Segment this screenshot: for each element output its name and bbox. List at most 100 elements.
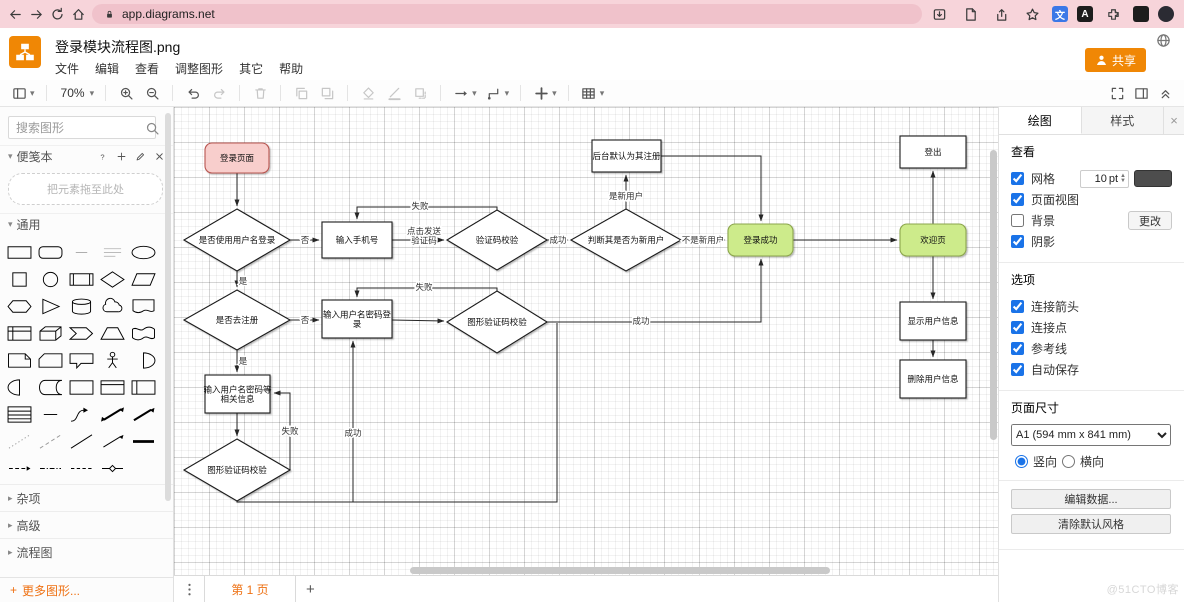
node-graphic-captcha-mid[interactable] — [445, 290, 549, 354]
shape-cube[interactable] — [35, 320, 66, 347]
page-size-select[interactable]: A1 (594 mm x 841 mm) — [1011, 424, 1171, 446]
grid-size-input[interactable]: pt▲▼ — [1079, 169, 1129, 188]
shape-triangle[interactable] — [35, 293, 66, 320]
section-general[interactable]: ▾ 通用 — [0, 213, 173, 235]
waypoints-button[interactable]: ▾ — [481, 82, 514, 104]
shape-text[interactable] — [66, 239, 97, 266]
insert-button[interactable]: ▾ — [528, 82, 561, 104]
star-icon[interactable] — [1021, 5, 1043, 23]
shadow-checkbox[interactable] — [1011, 235, 1024, 248]
connection-arrows-checkbox[interactable] — [1011, 300, 1024, 313]
shape-or[interactable] — [128, 347, 159, 374]
close-panel-icon[interactable]: × — [1170, 113, 1178, 128]
edit-data-button[interactable]: 编辑数据... — [1011, 489, 1171, 509]
shape-tape[interactable] — [128, 320, 159, 347]
connection-points-checkbox[interactable] — [1011, 321, 1024, 334]
shape-parallelogram[interactable] — [128, 266, 159, 293]
language-globe-icon[interactable] — [1154, 31, 1172, 49]
home-icon[interactable] — [71, 5, 86, 23]
drawing-canvas[interactable]: 登录页面是否使用用户名登录输入手机号验证码校验后台默认为其注册判断其是否为新用户… — [174, 107, 998, 575]
change-background-button[interactable]: 更改 — [1128, 211, 1172, 230]
section-misc[interactable]: ▸杂项 — [0, 484, 173, 511]
shape-bidirectional-arrow[interactable] — [97, 401, 128, 428]
shape-list[interactable] — [4, 401, 35, 428]
shape-document[interactable] — [128, 293, 159, 320]
zoom-level-select[interactable]: 70%▾ — [60, 86, 95, 100]
scratchpad-header[interactable]: ▾ 便笺本 ? — [0, 145, 173, 167]
node-go-register[interactable] — [182, 289, 292, 351]
vertical-scrollbar[interactable] — [990, 150, 997, 440]
clear-default-style-button[interactable]: 清除默认风格 — [1011, 514, 1171, 534]
puzzle-icon[interactable] — [1102, 5, 1124, 23]
format-panel-button[interactable] — [1132, 84, 1150, 102]
horizontal-scrollbar[interactable] — [410, 567, 830, 574]
zoom-in-button[interactable] — [113, 82, 139, 104]
shape-arrow[interactable] — [128, 401, 159, 428]
node-login-success[interactable] — [727, 223, 794, 257]
grid-color-swatch[interactable] — [1134, 170, 1172, 187]
shape-labeled-link[interactable] — [97, 455, 128, 482]
shape-cylinder[interactable] — [66, 293, 97, 320]
shape-horizontal-container[interactable] — [128, 374, 159, 401]
ext-box-icon[interactable] — [1133, 6, 1149, 22]
panel-scrollbar[interactable] — [165, 113, 171, 501]
avatar[interactable] — [1158, 6, 1174, 22]
scratchpad-close-icon[interactable] — [153, 151, 165, 163]
edge-register-to-success[interactable] — [661, 155, 764, 222]
node-logout[interactable] — [899, 135, 967, 169]
node-delete-user-info[interactable] — [899, 359, 967, 399]
shape-callout[interactable] — [66, 347, 97, 374]
shape-vertical-container[interactable] — [97, 374, 128, 401]
guides-checkbox[interactable] — [1011, 342, 1024, 355]
background-checkbox[interactable] — [1011, 214, 1024, 227]
shape-rectangle[interactable] — [4, 239, 35, 266]
scratchpad-plus-icon[interactable] — [115, 151, 127, 163]
tab-style[interactable]: 样式 — [1081, 107, 1164, 134]
shape-hexagon[interactable] — [4, 293, 35, 320]
node-login-page[interactable] — [204, 142, 270, 174]
shape-dash-dot-link[interactable] — [35, 455, 66, 482]
shape-card[interactable] — [35, 347, 66, 374]
shape-ellipse[interactable] — [128, 239, 159, 266]
node-enter-phone[interactable] — [321, 221, 393, 259]
node-graphic-captcha-bottom[interactable] — [182, 438, 292, 502]
node-enter-username-password[interactable] — [321, 299, 393, 339]
menu-edit[interactable]: 编辑 — [95, 62, 120, 76]
zoom-out-button[interactable] — [139, 82, 165, 104]
shape-arrow-link[interactable] — [4, 455, 35, 482]
landscape-radio[interactable] — [1062, 455, 1076, 468]
share-export-icon[interactable] — [990, 5, 1012, 23]
table-button[interactable]: ▾ — [576, 82, 609, 104]
node-judge-new-user[interactable] — [569, 208, 683, 272]
menu-help[interactable]: 帮助 — [279, 62, 304, 76]
node-welcome-page[interactable] — [899, 223, 967, 257]
shape-circle[interactable] — [35, 266, 66, 293]
shape-square[interactable] — [4, 266, 35, 293]
shape-dotted-line[interactable] — [4, 428, 35, 455]
section-flowchart[interactable]: ▸流程图 — [0, 538, 173, 565]
add-page-button[interactable]: + — [306, 580, 315, 598]
download-icon[interactable] — [928, 5, 950, 23]
shape-list-item[interactable] — [35, 401, 66, 428]
node-enter-register-info[interactable] — [204, 374, 271, 414]
page-tab-1[interactable]: 第 1 页 — [204, 576, 296, 602]
shape-dashed-line[interactable] — [35, 428, 66, 455]
portrait-radio[interactable] — [1015, 455, 1028, 468]
edge-password-to-graphic[interactable] — [391, 318, 445, 324]
edge-bottom-captcha-success-run[interactable] — [236, 323, 558, 503]
ext-translate-icon[interactable]: 文 — [1052, 6, 1068, 22]
shape-trapezoid[interactable] — [97, 320, 128, 347]
autosave-checkbox[interactable] — [1011, 363, 1024, 376]
shape-diamond[interactable] — [97, 266, 128, 293]
flowchart[interactable]: 登录页面是否使用用户名登录输入手机号验证码校验后台默认为其注册判断其是否为新用户… — [174, 107, 998, 575]
fullscreen-button[interactable] — [1108, 84, 1126, 102]
shape-link[interactable] — [128, 428, 159, 455]
share-button[interactable]: 共享 — [1084, 48, 1146, 72]
reload-icon[interactable] — [50, 5, 65, 23]
page-view-checkbox[interactable] — [1011, 193, 1024, 206]
section-advanced[interactable]: ▸高级 — [0, 511, 173, 538]
node-show-user-info[interactable] — [899, 301, 967, 341]
connection-button[interactable]: ▾ — [448, 82, 481, 104]
shape-container[interactable] — [66, 374, 97, 401]
node-backend-register[interactable] — [591, 139, 662, 173]
